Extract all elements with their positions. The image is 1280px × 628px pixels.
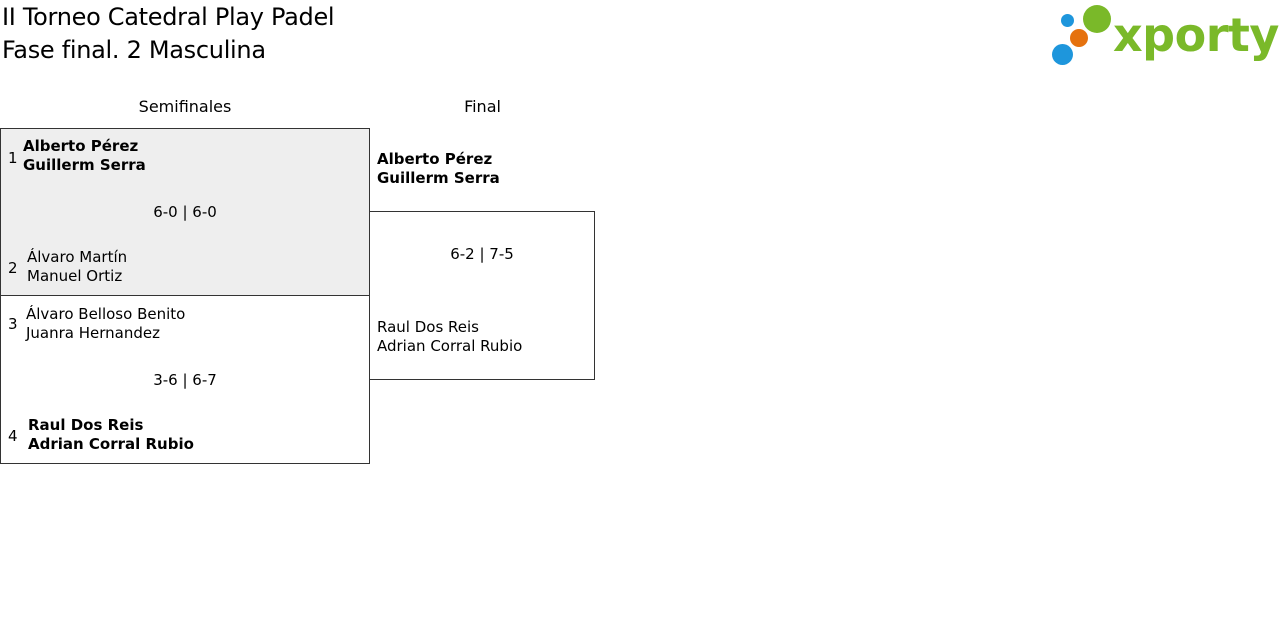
match-final: 6-2 | 7-5 [369,211,595,380]
final-team-bottom: Raul Dos Reis Adrian Corral Rubio [377,318,522,356]
player-name: Juanra Hernandez [26,324,160,342]
xporty-logo[interactable]: xporty [1050,4,1279,68]
match-semifinal-1: 1 Alberto Pérez Guillerm Serra 6-0 | 6-0… [0,128,370,296]
logo-text: xporty [1113,8,1279,62]
logo-dot-blue-small-icon [1061,14,1074,27]
player-name: Adrian Corral Rubio [28,435,194,453]
player-name: Guillerm Serra [377,169,500,187]
team-top: Alberto Pérez Guillerm Serra [23,137,146,175]
player-name: Raul Dos Reis [28,416,144,434]
player-name: Álvaro Belloso Benito [26,305,186,323]
player-name: Raul Dos Reis [377,318,479,336]
logo-dot-orange-icon [1070,29,1088,47]
seed-number: 4 [8,427,18,445]
round-label-semifinales: Semifinales [138,97,232,116]
seed-number: 2 [8,259,18,277]
final-team-top: Alberto Pérez Guillerm Serra [377,150,500,188]
player-name: Alberto Pérez [23,137,139,155]
player-name: Guillerm Serra [23,156,146,174]
team-top: Álvaro Belloso Benito Juanra Hernandez [26,305,185,343]
match-score: 6-2 | 7-5 [450,245,514,263]
tournament-subtitle: Fase final. 2 Masculina [2,36,266,64]
player-name: Álvaro Martín [27,248,128,266]
seed-number: 1 [8,149,18,167]
tournament-title: II Torneo Catedral Play Padel [2,3,335,31]
team-bottom: Álvaro Martín Manuel Ortiz [27,248,127,286]
player-name: Alberto Pérez [377,150,493,168]
player-name: Adrian Corral Rubio [377,337,523,355]
logo-dot-green-icon [1083,5,1111,33]
logo-dot-blue-icon [1052,44,1073,65]
round-label-final: Final [464,97,501,116]
player-name: Manuel Ortiz [27,267,123,285]
match-semifinal-2: 3 Álvaro Belloso Benito Juanra Hernandez… [0,295,370,464]
match-score: 3-6 | 6-7 [153,371,217,389]
team-bottom: Raul Dos Reis Adrian Corral Rubio [28,416,194,454]
match-score: 6-0 | 6-0 [153,203,217,221]
seed-number: 3 [8,315,18,333]
